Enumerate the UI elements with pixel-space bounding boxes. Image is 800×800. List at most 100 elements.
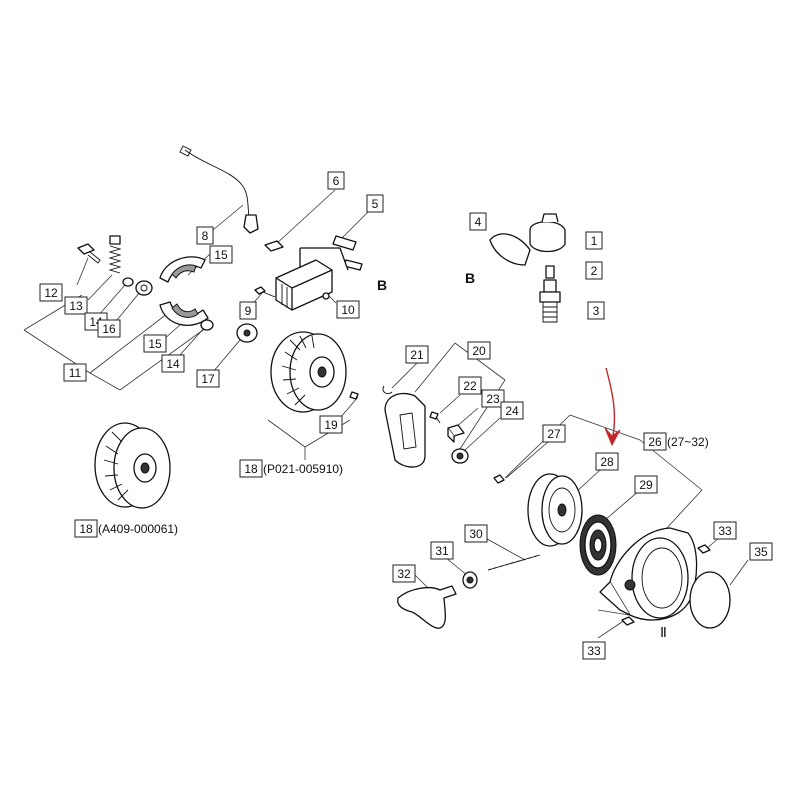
marker-b-right: B [465,270,475,286]
callout-number: 33 [587,644,601,658]
part-8-ignition-lead [179,145,259,234]
callout-c35: 35 [749,542,773,561]
callout-box [97,319,121,338]
part-33-bolt-upper [697,544,711,554]
callout-number: 35 [754,545,768,559]
callout-c4: 4 [469,212,487,231]
callout-box [319,415,343,434]
part-24-nut [451,448,469,464]
callout-number: 23 [486,392,500,406]
callout-box [64,296,88,315]
callout-suffix: (27~32) [667,435,709,449]
callout-box [643,432,667,451]
callout-box [143,334,167,353]
callout-number: 9 [245,304,252,318]
part-10-ignition-coil [275,247,349,311]
callout-number: 15 [148,337,162,351]
part-14-washer-upper [122,277,134,287]
callout-c19: 19 [319,415,343,434]
callout-c11: 11 [63,363,87,382]
callout-box [587,301,605,320]
part-3-spark-plug [539,279,561,323]
highlight-arrow-shaft [605,367,616,441]
marker-roman-two: Ⅱ [660,624,667,640]
callout-number: 5 [372,197,379,211]
callout-c31: 31 [430,541,454,560]
part-32-handle [397,585,457,629]
callout-number: 11 [69,366,82,380]
part-16-collar [135,280,153,296]
callout-number: 28 [600,455,614,469]
callout-c10: 10 [336,300,360,319]
part-6-terminal [264,240,284,252]
callout-box [336,300,360,319]
callout-c9: 9 [239,301,257,320]
part-35-gasket [689,571,731,629]
callout-number: 2 [591,264,598,278]
callout-number: 8 [202,229,209,243]
callout-number: 4 [475,215,482,229]
part-9-bolt [254,286,276,298]
callout-c13: 13 [64,296,88,315]
marker-b-left: B [377,277,387,293]
callout-box [469,212,487,231]
part-12-bolt [77,243,101,264]
highlight-arrow-icon [604,367,621,447]
callout-c12: 12 [39,283,63,302]
callout-c28: 28 [595,452,619,471]
callout-c14b: 14 [161,354,185,373]
callout-box [366,194,384,213]
part-15-clutch-shoe-upper [159,256,206,283]
callout-number: 15 [214,248,228,262]
callout-c33a: 33 [713,521,737,540]
callout-box [585,231,603,250]
callout-box [585,261,603,280]
part-23-block [447,424,465,443]
callout-number: 14 [166,357,180,371]
part-2-terminal-nut [545,265,555,279]
callout-number: 12 [44,286,58,300]
callout-box [209,245,233,264]
part-19-key [349,391,359,400]
callout-c18a: 18(P021-005910) [239,459,343,478]
part-29-spring [579,514,617,576]
callout-c16: 16 [97,319,121,338]
part-1-cap [529,213,566,253]
callout-box [239,459,263,478]
callout-c18b: 18 (A409-000061) [74,519,178,538]
callout-number: 26 [648,435,662,449]
callout-number: 18 [79,522,93,536]
callout-number: 20 [472,344,486,358]
callout-box [161,354,185,373]
callout-box [467,341,491,360]
part-20-plate [384,392,426,468]
callout-number: 27 [547,427,561,441]
callout-box [39,283,63,302]
callout-c29: 29 [634,475,658,494]
callout-box [458,376,482,395]
callout-c17: 17 [196,369,220,388]
callout-c27: 27 [542,424,566,443]
part-17-hub [236,323,258,343]
callout-c2: 2 [585,261,603,280]
callout-box [196,226,214,245]
callout-c15a: 15 [209,245,233,264]
part-30-rope [487,554,541,571]
callout-box [464,524,488,543]
callout-box [542,424,566,443]
callout-box [582,641,606,660]
callout-number: 19 [324,418,338,432]
callout-box [74,519,98,538]
callout-number: 13 [69,299,83,313]
callout-c5: 5 [366,194,384,213]
callout-suffix: (A409-000061) [98,522,178,536]
callout-box [63,363,87,382]
callout-number: 3 [593,304,600,318]
part-26-starter-case [599,527,698,621]
callout-c24: 24 [500,401,524,420]
callout-number: 17 [201,372,215,386]
callout-box [327,171,345,190]
part-18-flywheel-lower [94,422,171,509]
callout-c32: 32 [392,564,416,583]
